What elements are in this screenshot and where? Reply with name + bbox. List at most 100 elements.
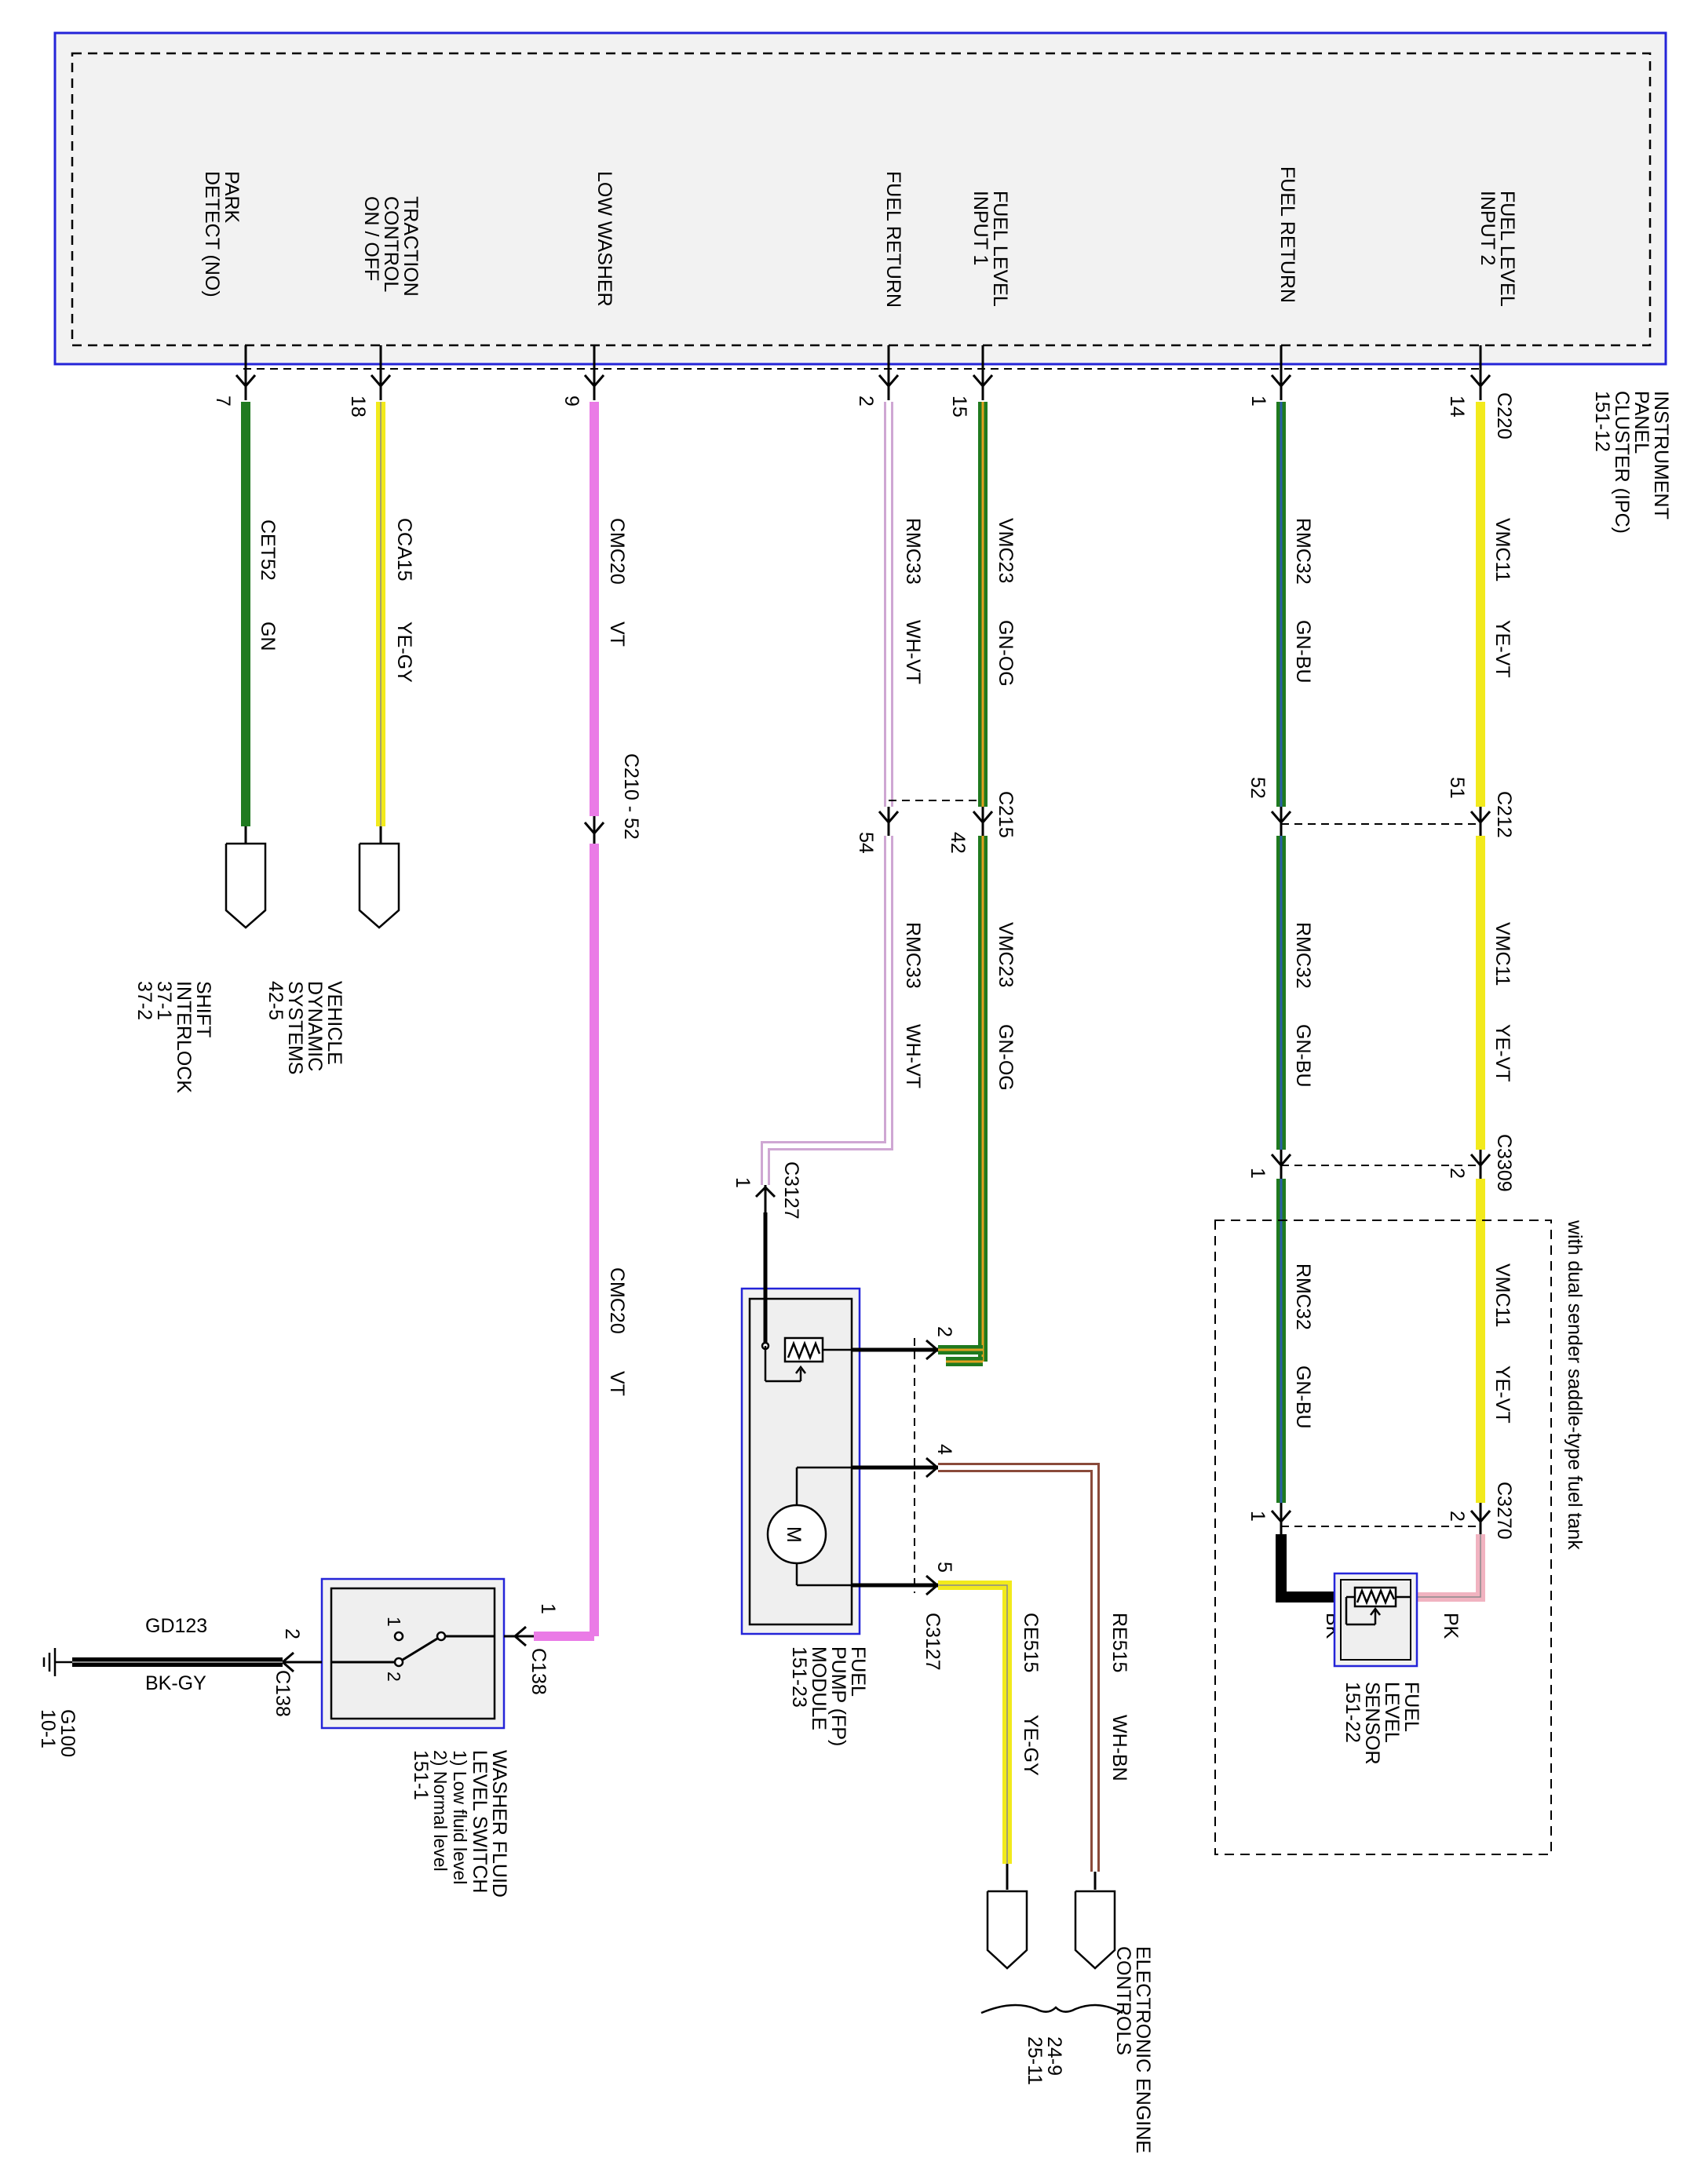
wire-re515-circuit: RE515 bbox=[1108, 1613, 1130, 1672]
wire-vmc23 bbox=[946, 402, 988, 1366]
wire-vmc23-circuit-2: VMC23 bbox=[995, 922, 1017, 987]
wire-rmc32-color-3: GN-BU bbox=[1292, 1365, 1314, 1429]
wire-vmc11-color-3: YE-VT bbox=[1491, 1365, 1513, 1424]
c3270-pin-1: 1 bbox=[1247, 1511, 1269, 1522]
ipc-pin-label-low-washer: LOW WASHER bbox=[593, 171, 615, 307]
c138-pin-2: 2 bbox=[281, 1628, 303, 1639]
wire-cca15-color: YE-GY bbox=[393, 622, 415, 683]
pump-motor-label: M bbox=[783, 1526, 805, 1543]
ipc-box bbox=[53, 31, 1667, 366]
wire-vmc11-color-2: YE-VT bbox=[1491, 1024, 1513, 1082]
pump-line1: FUEL bbox=[847, 1646, 869, 1697]
wire-vmc11-circuit-2: VMC11 bbox=[1491, 922, 1513, 986]
pump-pin-stubs bbox=[852, 1347, 938, 1588]
ipc-pin-stubs bbox=[235, 345, 1491, 400]
ipc-pin-7: 7 bbox=[212, 396, 234, 407]
wire-cmc20-color: VT bbox=[606, 622, 628, 647]
wire-vmc23-color: GN-OG bbox=[995, 620, 1017, 687]
wire-rmc32-color: GN-BU bbox=[1292, 620, 1314, 684]
washer-switch-symbol bbox=[331, 1635, 495, 1664]
wire-rmc33 bbox=[761, 402, 893, 1185]
wire-ce515-color: YE-GY bbox=[1020, 1715, 1042, 1776]
ipc-pin-label-traction: TRACTION bbox=[400, 196, 422, 297]
wire-rmc33-color-2: WH-VT bbox=[902, 1024, 924, 1088]
ipc-name-line2: PANEL bbox=[1630, 391, 1652, 454]
wire-sensor-pk bbox=[1415, 1534, 1485, 1602]
c215-pin-54: 54 bbox=[855, 832, 877, 854]
eec-ref1: 24-9 bbox=[1043, 2036, 1065, 2076]
sensor-line3: SENSOR bbox=[1361, 1682, 1383, 1765]
ipc-pin-label-traction-2: CONTROL bbox=[380, 196, 402, 292]
sensor-line4: 151-22 bbox=[1342, 1682, 1364, 1743]
c138-pin-1: 1 bbox=[537, 1603, 559, 1614]
pump-pin-2: 2 bbox=[933, 1326, 955, 1337]
wire-gd123-circuit: GD123 bbox=[145, 1615, 207, 1637]
pump-pin-5: 5 bbox=[933, 1562, 955, 1573]
c212-pin-52: 52 bbox=[1247, 777, 1269, 799]
vds-connector bbox=[358, 842, 400, 929]
wire-re515-color: WH-BN bbox=[1108, 1715, 1130, 1781]
ground-ref: 10-1 bbox=[37, 1709, 59, 1748]
connector-c215: C215 bbox=[995, 791, 1017, 838]
wire-rmc32-circuit: RMC32 bbox=[1292, 518, 1314, 585]
washer-line2: LEVEL SWITCH bbox=[469, 1750, 491, 1893]
wire-cmc20-circuit: CMC20 bbox=[606, 518, 628, 585]
washer-line5: 151-1 bbox=[410, 1750, 432, 1800]
wire-sensor-bk bbox=[1276, 1534, 1346, 1602]
c3309-pin-1: 1 bbox=[1247, 1168, 1269, 1179]
washer-line1: WASHER FLUID bbox=[488, 1750, 510, 1898]
ipc-pin-label-park: PARK bbox=[221, 171, 243, 224]
ipc-pin-label-fuel-level-1: FUEL LEVEL bbox=[989, 191, 1011, 307]
connector-c3270: C3270 bbox=[1493, 1482, 1515, 1540]
ipc-pin-label-park-2: DETECT (NO) bbox=[201, 171, 223, 297]
ipc-pin-15: 15 bbox=[948, 396, 970, 417]
wire-vmc23-color-2: GN-OG bbox=[995, 1024, 1017, 1091]
wire-cet52-circuit: CET52 bbox=[257, 520, 279, 581]
c3127-pin-1: 1 bbox=[732, 1177, 754, 1188]
wire-cmc20-circuit-2: CMC20 bbox=[606, 1267, 628, 1334]
wire-rmc33-color: WH-VT bbox=[902, 620, 924, 684]
sensor-line2: LEVEL bbox=[1381, 1682, 1403, 1743]
c3309-pin-2: 2 bbox=[1446, 1168, 1468, 1179]
wire-cmc20-color-2: VT bbox=[606, 1371, 628, 1396]
wire-rmc32-color-2: GN-BU bbox=[1292, 1024, 1314, 1088]
switch-pos-1: 1 bbox=[384, 1617, 404, 1627]
ipc-pin-9: 9 bbox=[560, 396, 582, 407]
vds-line1: VEHICLE bbox=[323, 981, 345, 1065]
ipc-name-line3: CLUSTER (IPC) bbox=[1611, 391, 1633, 534]
pump-sender-symbol bbox=[761, 1336, 852, 1383]
wire-rmc32-circuit-2: RMC32 bbox=[1292, 922, 1314, 989]
ipc-pin-14: 14 bbox=[1446, 396, 1468, 417]
eec-connector-a bbox=[986, 1890, 1028, 1970]
c3270-pin-2: 2 bbox=[1446, 1511, 1468, 1522]
connector-c210: C210 - 52 bbox=[620, 753, 642, 840]
wire-re515 bbox=[938, 1463, 1100, 1872]
shift-line3: 37-1 bbox=[153, 981, 175, 1020]
vds-line4: 42-5 bbox=[265, 981, 287, 1020]
shift-line2: INTERLOCK bbox=[173, 981, 195, 1093]
ipc-connector-c220: C220 bbox=[1493, 392, 1515, 439]
ipc-pin-label-traction-3: ON / OFF bbox=[360, 196, 382, 281]
ipc-pin-label-fuel-level-2b: INPUT 2 bbox=[1477, 191, 1499, 265]
pump-line2: PUMP (FP) bbox=[827, 1646, 849, 1746]
ipc-name-line4: 151-12 bbox=[1591, 391, 1613, 452]
wire-gd123-color: BK-GY bbox=[145, 1672, 206, 1694]
wire-vmc11-circuit-3: VMC11 bbox=[1491, 1263, 1513, 1328]
eec-line1: ELECTRONIC ENGINE bbox=[1132, 1946, 1154, 2153]
ipc-pin-label-fuel-level-1b: INPUT 1 bbox=[969, 191, 991, 265]
wire-ce515 bbox=[938, 1581, 1012, 1864]
wire-vmc11-color: YE-VT bbox=[1491, 620, 1513, 678]
pump-line4: 151-23 bbox=[788, 1646, 810, 1708]
ground-symbol bbox=[42, 1648, 72, 1676]
pump-motor-symbol bbox=[766, 1466, 852, 1587]
wire-rmc33-circuit-2: RMC33 bbox=[902, 922, 924, 989]
c212-pin-51: 51 bbox=[1446, 777, 1468, 799]
wire-vmc11-circuit: VMC11 bbox=[1491, 518, 1513, 582]
vds-line2: DYNAMIC bbox=[304, 981, 326, 1071]
ipc-pin-18: 18 bbox=[347, 396, 369, 417]
c138-connector-right: C138 bbox=[528, 1648, 549, 1695]
c138-connector-left: C138 bbox=[272, 1670, 294, 1717]
shift-line4: 37-2 bbox=[133, 981, 155, 1020]
eec-connector-b bbox=[1074, 1890, 1116, 1970]
